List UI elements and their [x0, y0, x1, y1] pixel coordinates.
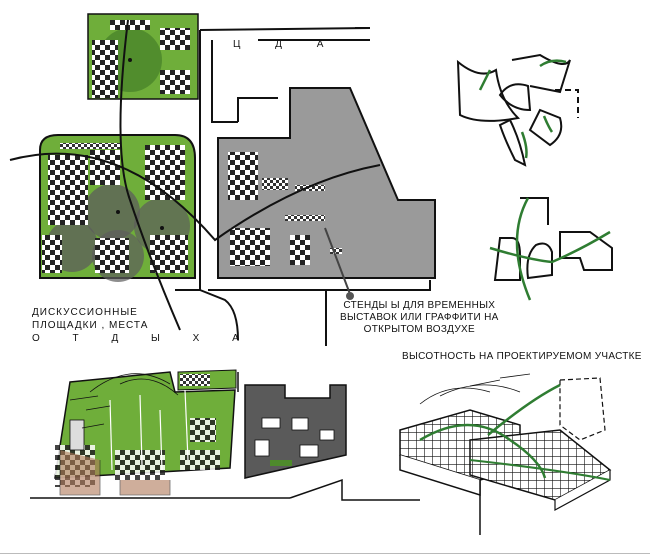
cda-label: Ц Д А: [233, 39, 340, 50]
stands-line-2: ВЫСТАВОК ИЛИ ГРАФФИТИ НА: [340, 312, 499, 323]
axon-roads: [30, 372, 481, 535]
axon-green-site: [54, 369, 237, 496]
flow-diagram: [456, 53, 579, 167]
stands-line-1: СТЕНДЫ Ы ДЛЯ ВРЕМЕННЫХ: [343, 300, 496, 311]
axon-gray-site: [244, 384, 347, 479]
bottom-divider: [0, 553, 650, 554]
roads: [9, 19, 431, 346]
discussion-line-2: ПЛОЩАДКИ , МЕСТА: [32, 320, 149, 331]
stands-label: СТЕНДЫ Ы ДЛЯ ВРЕМЕННЫХ ВЫСТАВОК ИЛИ ГРАФ…: [340, 300, 499, 336]
route-diagram: [489, 197, 613, 301]
discussion-areas-label: ДИСКУССИОННЫЕ ПЛОЩАДКИ , МЕСТА О Т Д Ы Х…: [32, 306, 254, 345]
height-label: ВЫСОТНОСТЬ НА ПРОЕКТИРУЕМОМ УЧАСТКЕ: [402, 351, 642, 362]
height-grid: [399, 373, 612, 512]
marker-dots: [116, 58, 164, 230]
gray-plot: [217, 87, 436, 279]
green-block-main: [39, 134, 196, 282]
stands-line-3: ОТКРЫТОМ ВОЗДУХЕ: [363, 324, 475, 335]
discussion-line-1: ДИСКУССИОННЫЕ: [32, 307, 138, 318]
green-block-north: [87, 13, 199, 100]
stands-pointer: [324, 227, 354, 300]
discussion-line-3: О Т Д Ы Х А: [32, 333, 254, 344]
